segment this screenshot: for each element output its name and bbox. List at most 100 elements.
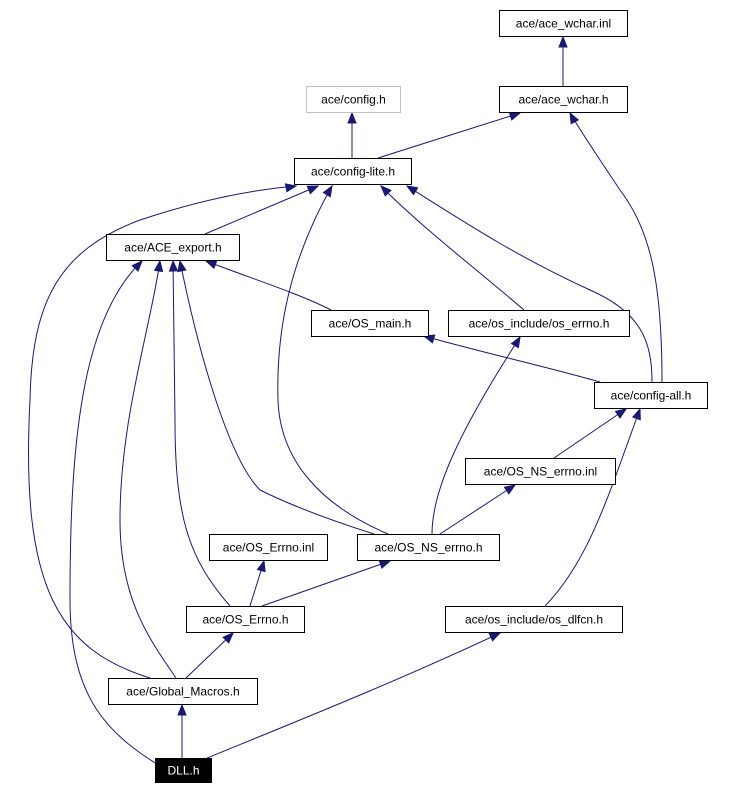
arrowhead [222, 632, 234, 644]
node-box [108, 678, 258, 705]
edge-line [423, 335, 601, 383]
edge-line [205, 260, 332, 311]
node-label: ace/os_include/os_errno.h [469, 317, 610, 331]
node-box [448, 310, 630, 337]
node-os-ns-errno-h[interactable]: ace/OS_NS_errno.h [357, 534, 500, 561]
arrowhead [153, 259, 164, 273]
edge-dll_h-to-os_dlfcn [206, 632, 502, 759]
node-label: ace/config.h [321, 93, 386, 107]
node-label: ace/config-lite.h [311, 165, 395, 179]
arrowhead [422, 334, 436, 344]
arrowhead [503, 484, 517, 495]
edge-config_lite-to-ace_wchar_h [377, 111, 522, 159]
edge-line [28, 185, 297, 679]
arrowhead [256, 559, 266, 573]
node-box [499, 10, 628, 37]
node-label: ace/Global_Macros.h [126, 685, 239, 699]
node-os-dlfcn[interactable]: ace/os_include/os_dlfcn.h [445, 606, 623, 633]
edge-line [206, 632, 501, 759]
arrowhead [347, 111, 357, 124]
node-box [499, 86, 628, 113]
edge-os_ns_errno_h-to-os_errno_h [431, 335, 521, 535]
node-box [445, 606, 623, 633]
edge-os_errno_cap-to-ace_export [168, 259, 231, 607]
node-ace-wchar-inl[interactable]: ace/ace_wchar.inl [499, 10, 628, 37]
node-box [594, 382, 708, 409]
node-box [106, 234, 240, 261]
edge-ace_wchar_h-to-ace_wchar_inl [558, 35, 568, 86]
node-os-errno-h[interactable]: ace/os_include/os_errno.h [448, 310, 630, 337]
arrowhead [631, 407, 641, 421]
node-label: ace/OS_NS_errno.inl [484, 465, 597, 479]
edge-global_macros-to-config_lite [28, 183, 298, 679]
node-label: ace/OS_NS_errno.h [374, 541, 482, 555]
arrowhead [569, 111, 580, 125]
node-ace-wchar-h[interactable]: ace/ace_wchar.h [499, 86, 628, 113]
edge-os_errno_cap-to-os_errno_inl [249, 559, 266, 607]
node-label: ace/OS_Errno.h [202, 613, 288, 627]
node-label: ace/ace_wchar.inl [516, 17, 611, 31]
node-global-macros[interactable]: ace/Global_Macros.h [108, 678, 258, 705]
edges-layer [28, 35, 663, 767]
arrowhead [614, 408, 628, 419]
arrowhead [378, 559, 392, 569]
edge-config_all-to-ace_wchar_h [569, 111, 663, 383]
edge-os_main-to-ace_export [204, 260, 332, 311]
arrowhead [168, 259, 179, 272]
node-os-ns-errno-inl[interactable]: ace/OS_NS_errno.inl [465, 458, 616, 485]
arrowhead [380, 185, 392, 197]
node-config-all[interactable]: ace/config-all.h [594, 382, 708, 409]
node-dll-h: DLL.h [155, 758, 212, 783]
node-label: ace/os_include/os_dlfcn.h [465, 613, 603, 627]
edge-line [439, 484, 516, 535]
edge-os_ns_errno_inl-to-config_all [553, 408, 628, 459]
node-os-errno-cap[interactable]: ace/OS_Errno.h [186, 606, 305, 633]
edge-line [380, 185, 525, 311]
arrowhead [488, 632, 502, 642]
node-box [311, 310, 429, 337]
node-box [294, 158, 412, 185]
node-box [357, 534, 500, 561]
arrowhead [177, 259, 187, 273]
node-os-main[interactable]: ace/OS_main.h [311, 310, 429, 337]
edge-os_ns_errno_h-to-ace_export [177, 259, 375, 535]
arrowhead [177, 703, 187, 716]
node-label: ace/config-all.h [611, 389, 692, 403]
edge-ace_export-to-config_lite [204, 185, 320, 235]
node-config-h[interactable]: ace/config.h [306, 86, 401, 113]
edge-line [553, 408, 627, 459]
edge-os_ns_errno_h-to-os_ns_errno_inl [439, 484, 517, 535]
arrowhead [405, 185, 419, 196]
node-box [306, 86, 401, 113]
arrowhead [510, 335, 521, 349]
arrowhead [508, 111, 522, 121]
edge-line [569, 112, 663, 383]
edge-os_errno_h-to-config_lite [380, 185, 525, 311]
node-label: ace/OS_main.h [329, 317, 412, 331]
edge-line [69, 260, 161, 767]
node-config-lite[interactable]: ace/config-lite.h [294, 158, 412, 185]
arrowhead [284, 183, 298, 193]
node-label: DLL.h [167, 764, 199, 778]
edge-os_dlfcn-to-config_all [544, 407, 641, 607]
node-ace-export[interactable]: ace/ACE_export.h [106, 234, 240, 261]
node-box [209, 534, 328, 561]
edge-global_macros-to-os_errno_cap [185, 632, 234, 679]
node-label: ace/OS_Errno.inl [223, 541, 314, 555]
edge-global_macros-to-ace_export [119, 259, 177, 679]
edge-line [277, 185, 389, 535]
node-label: ace/ACE_export.h [124, 241, 221, 255]
edge-config_all-to-config_lite [405, 185, 653, 383]
edge-line [179, 260, 375, 535]
edge-line [261, 560, 391, 607]
edge-os_errno_cap-to-os_ns_errno_h [261, 559, 392, 607]
edge-config_all-to-os_main [422, 334, 601, 383]
node-label: ace/ace_wchar.h [518, 93, 608, 107]
edge-dll_h-to-global_macros [177, 703, 187, 758]
edge-line [406, 185, 653, 383]
node-box [465, 458, 616, 485]
arrowhead [131, 260, 143, 272]
edge-line [172, 260, 231, 607]
node-os-errno-inl[interactable]: ace/OS_Errno.inl [209, 534, 328, 561]
